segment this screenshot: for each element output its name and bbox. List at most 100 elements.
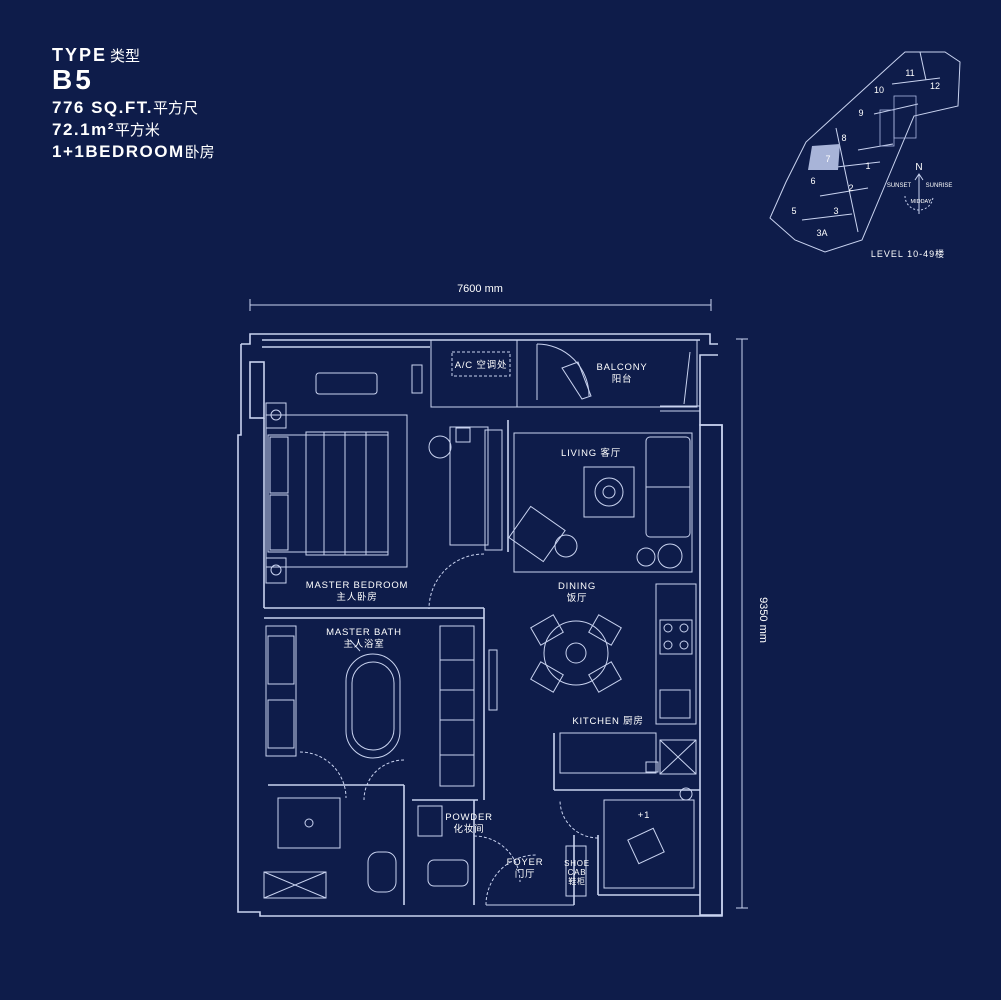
unit-type: B5 xyxy=(52,64,94,95)
door-swing xyxy=(299,751,347,799)
balcony-label: BALCONY xyxy=(596,362,647,373)
shower xyxy=(277,797,341,849)
foyer-label: FOYER xyxy=(507,857,544,868)
desk-lamp xyxy=(455,427,471,443)
kitchen-label: KITCHEN 厨房 xyxy=(572,715,643,727)
kitchen-sink xyxy=(659,689,691,719)
shoe-cab-label: CAB xyxy=(568,868,587,877)
master-bedroom-label: MASTER BEDROOM xyxy=(306,580,409,591)
burner xyxy=(663,623,673,633)
chair-icon xyxy=(428,435,452,459)
shoe-cab-label-cn: 鞋柜 xyxy=(568,876,586,886)
bath-cabinet xyxy=(439,625,475,787)
shoe-cabinet xyxy=(565,845,587,897)
plus-one-label: +1 xyxy=(638,810,650,821)
bedrooms-cn: 卧房 xyxy=(184,144,215,161)
height-dimension: 9350 mm xyxy=(757,597,769,643)
core-block xyxy=(879,109,895,147)
column xyxy=(699,424,723,916)
unit-label: 3 xyxy=(833,206,838,216)
unit-label: 12 xyxy=(930,81,940,91)
burner xyxy=(679,640,689,650)
plant-icon xyxy=(636,547,656,567)
compass-arrowhead xyxy=(914,173,924,181)
side-table-icon xyxy=(554,534,578,558)
exterior-wall-top xyxy=(241,333,718,345)
toilet-icon xyxy=(367,851,397,893)
sink xyxy=(267,635,295,685)
lamp-icon xyxy=(270,409,282,421)
lamp-icon xyxy=(679,787,693,801)
living-rug xyxy=(513,432,693,573)
unit-label: 5 xyxy=(791,206,796,216)
area-m2-row: 72.1m²平方米 xyxy=(52,121,215,138)
sink xyxy=(267,699,295,749)
coffee-table-decor xyxy=(602,485,616,499)
bench-mark xyxy=(263,871,327,899)
pillow xyxy=(269,436,289,494)
dining-table xyxy=(543,620,609,686)
dining-chair xyxy=(530,614,564,646)
tower-outline xyxy=(769,51,961,253)
key-divider xyxy=(801,213,853,221)
ac-ledge-outline xyxy=(430,339,518,408)
desk xyxy=(449,426,489,546)
unit-label: 8 xyxy=(841,133,846,143)
area-m2: 72.1m² xyxy=(52,120,115,139)
appliance xyxy=(645,761,659,773)
master-bath-label-cn: 主人浴室 xyxy=(343,638,384,650)
unit-label: 6 xyxy=(810,176,815,186)
type-label: TYPE xyxy=(52,45,108,65)
unit-label: 2 xyxy=(848,183,853,193)
unit-label: 7 xyxy=(825,154,830,164)
area-m2-cn: 平方米 xyxy=(114,122,160,139)
bedrooms: 1+1BEDROOM xyxy=(52,142,185,161)
coffee-table-top xyxy=(594,477,624,507)
compass-sunrise: SUNRISE xyxy=(926,183,953,189)
powder-label: POWDER xyxy=(445,812,493,823)
nightstand xyxy=(265,402,287,429)
bedroom-door-swing xyxy=(428,553,485,610)
side-table-icon xyxy=(657,543,683,569)
armchair xyxy=(508,505,566,563)
balcony-door-leaf xyxy=(561,361,592,400)
type-label-cn: 类型 xyxy=(110,48,141,65)
unit-label: 1 xyxy=(865,161,870,171)
dining-table-decor xyxy=(565,642,587,664)
balcony-rail xyxy=(683,351,691,405)
unit-label: 11 xyxy=(905,68,914,78)
exterior-wall-outline xyxy=(237,344,723,917)
powder-door-swing xyxy=(473,835,521,883)
area-sqft-cn: 平方尺 xyxy=(152,100,198,117)
shoe-cab-label: SHOE xyxy=(564,859,590,868)
bedrooms-row: 1+1BEDROOM卧房 xyxy=(52,143,215,160)
ac-ledge-label: A/C 空调处 xyxy=(455,359,508,371)
tub-faucet xyxy=(349,639,361,652)
balcony-label-cn: 阳台 xyxy=(612,373,633,385)
dining-chair xyxy=(588,614,622,646)
door-swing xyxy=(559,799,599,839)
plus-one-chair xyxy=(627,827,665,865)
master-bath-label: MASTER BATH xyxy=(326,627,402,638)
shower-drain-icon xyxy=(304,818,314,828)
vanity xyxy=(265,625,297,757)
key-divider xyxy=(891,77,941,85)
balcony-outline xyxy=(516,339,698,408)
cooktop-icon xyxy=(659,619,693,655)
compass-midday: MIDDAY xyxy=(911,199,932,205)
fridge-mark xyxy=(659,739,697,775)
living-label: LIVING 客厅 xyxy=(561,447,621,459)
plus-one-room xyxy=(603,799,695,889)
kitchen-island xyxy=(559,732,657,774)
pillow xyxy=(269,494,289,551)
key-divider xyxy=(819,187,869,197)
lamp-icon xyxy=(270,564,282,576)
key-divider xyxy=(857,143,894,151)
level-label: LEVEL 10-49楼 xyxy=(871,248,945,259)
coffee-table xyxy=(583,466,635,518)
key-divider xyxy=(919,51,927,81)
